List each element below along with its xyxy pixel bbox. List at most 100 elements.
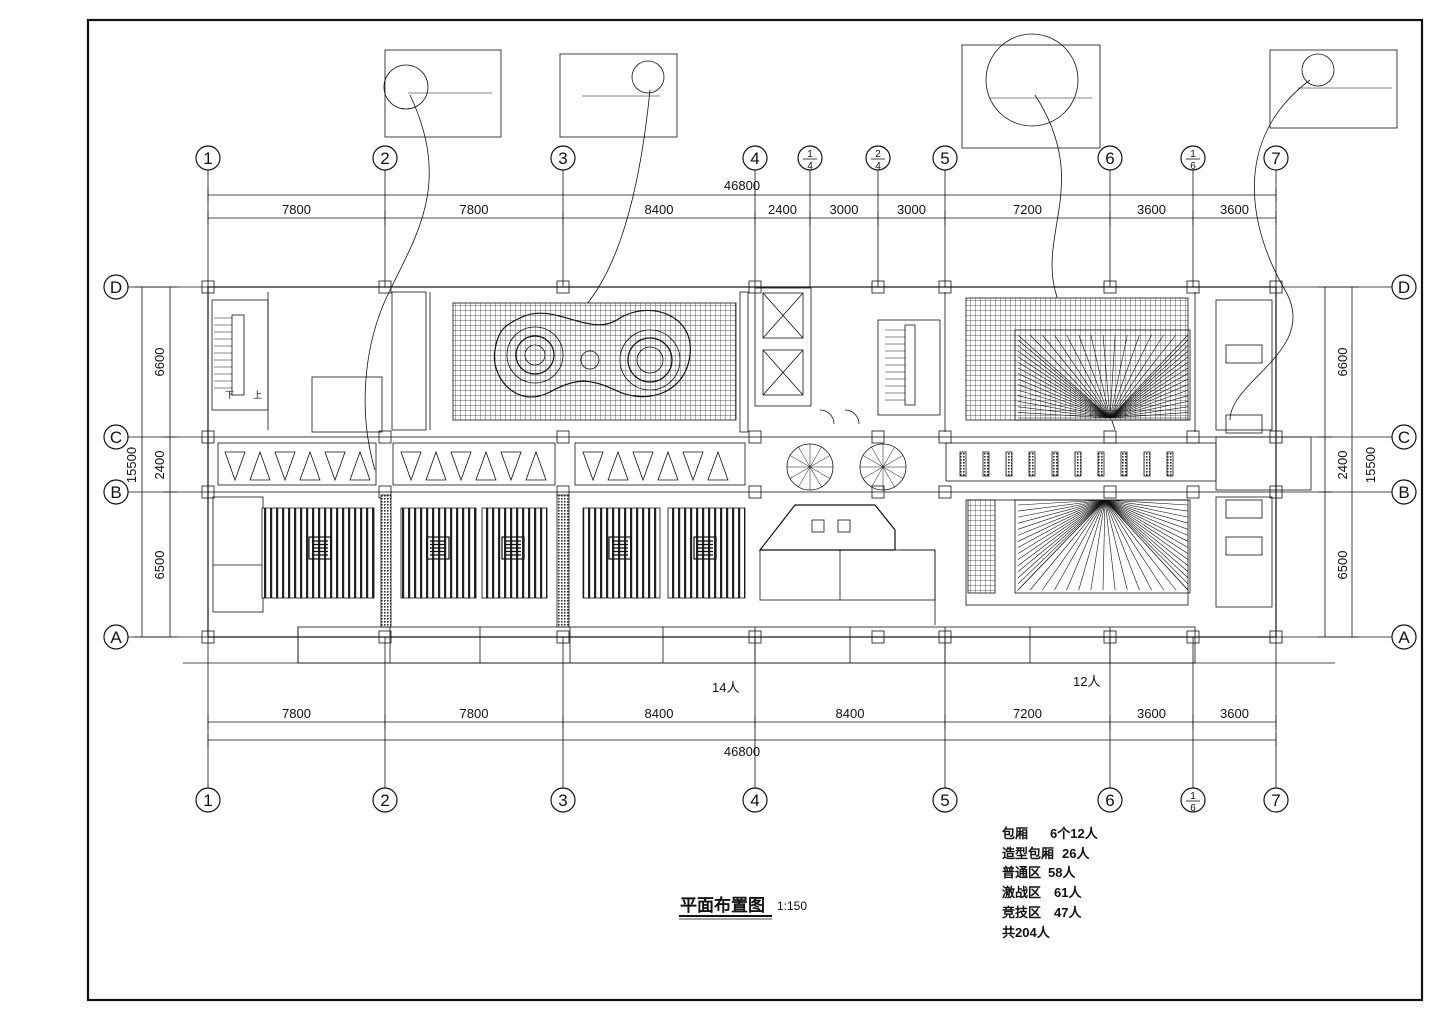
stair-label-down: 下 <box>225 390 234 400</box>
top-axis-bubble-6 <box>932 145 958 171</box>
bottom-dim-5: 3600 <box>1137 706 1166 721</box>
capacity-legend: 包厢 6个12人 造型包厢 26人 普通区 58人 激战区 61人 竞技区 47… <box>1002 826 1099 940</box>
bottom-axis-bubble-4 <box>932 787 958 813</box>
top-axis-den-8: 6 <box>1190 161 1196 172</box>
fan-room-top <box>965 297 1189 421</box>
legend-name-4: 竞技区 <box>1002 905 1041 920</box>
capacity-left: 14人 <box>712 680 739 695</box>
corridor-band <box>207 436 1277 493</box>
row-axis-label-B-1: B <box>1398 483 1409 502</box>
top-axis-bubble-3 <box>742 145 768 171</box>
bottom-axis-bubble-7 <box>1263 787 1289 813</box>
callout-box-2 <box>559 53 678 138</box>
bottom-axis-label-3: 4 <box>750 791 759 810</box>
bottom-total-dimension: 46800 <box>207 733 1277 759</box>
left-total: 15500 <box>124 447 139 483</box>
top-axis-num-5: 2 <box>875 149 881 160</box>
gaming-area-2 <box>400 507 477 599</box>
legend-value-2: 58人 <box>1048 865 1076 880</box>
legend-value-3: 61人 <box>1054 885 1082 900</box>
bottom-axis-label-5: 6 <box>1105 791 1114 810</box>
elevator-1 <box>762 292 804 339</box>
top-dim-5: 3000 <box>897 202 926 217</box>
top-total-label: 46800 <box>724 178 760 193</box>
top-axis-label-0: 1 <box>203 149 212 168</box>
bottom-axis-bubble-5 <box>1097 787 1123 813</box>
bar-counter <box>758 504 896 551</box>
row-axis-label-A-0: A <box>110 628 122 647</box>
top-dim-7: 3600 <box>1137 202 1166 217</box>
drawing-title: 平面布置图 <box>680 895 765 915</box>
callout-box-1 <box>384 49 502 138</box>
structural-columns <box>201 280 1283 644</box>
left-dim-2: 2400 <box>152 451 167 480</box>
bottom-axis-bubble-3 <box>742 787 768 813</box>
top-axis-label-2: 3 <box>558 149 567 168</box>
top-dim-1: 7800 <box>460 202 489 217</box>
gaming-area-5 <box>667 507 746 599</box>
stair-label-up: 上 <box>253 390 262 400</box>
top-dim-0: 7800 <box>282 202 311 217</box>
left-side-dimensions: 6600 2400 6500 15500 <box>124 286 177 638</box>
top-dim-3: 2400 <box>768 202 797 217</box>
row-axis-bubble-B-0 <box>103 479 129 505</box>
bottom-dim-1: 7800 <box>460 706 489 721</box>
capacity-right: 12人 <box>1073 674 1100 689</box>
bottom-axis-label-4: 5 <box>940 791 949 810</box>
legend-name-2: 普通区 <box>1002 865 1041 880</box>
building-plan: 下 上 <box>183 280 1335 664</box>
top-axis-label-1: 2 <box>380 149 389 168</box>
callout-circle-2 <box>631 60 665 94</box>
legend-name-3: 激战区 <box>1002 885 1041 900</box>
row-axis-bubble-C-0 <box>103 424 129 450</box>
row-axis-label-C-1: C <box>1398 428 1410 447</box>
legend-name-1: 造型包厢 <box>1002 846 1054 861</box>
bottom-axis-label-1: 2 <box>380 791 389 810</box>
top-axis-bubble-0 <box>195 145 221 171</box>
bottom-axis-label-0: 1 <box>203 791 212 810</box>
top-axis-bubble-7 <box>1097 145 1123 171</box>
bottom-axis-bubble-1 <box>372 787 398 813</box>
fan-room-bottom <box>965 499 1189 606</box>
top-axis-bubble-1 <box>372 145 398 171</box>
row-axis-bubble-A-0 <box>103 624 129 650</box>
row-axis-bubble-B-1 <box>1391 479 1417 505</box>
leader-line-1 <box>364 94 430 471</box>
right-dim-2: 2400 <box>1335 451 1350 480</box>
left-dim-3: 6500 <box>152 551 167 580</box>
bottom-dim-2: 8400 <box>645 706 674 721</box>
top-axis-bubble-9 <box>1263 145 1289 171</box>
bottom-dim-6: 3600 <box>1220 706 1249 721</box>
row-axis-bubble-D-0 <box>103 274 129 300</box>
top-total-dimension: 46800 <box>207 178 1277 202</box>
gaming-area-4 <box>582 507 661 599</box>
bottom-axis-bubble-0 <box>195 787 221 813</box>
top-axis-num-8: 1 <box>1190 149 1196 160</box>
row-axis-bubble-A-1 <box>1391 624 1417 650</box>
bottom-dim-0: 7800 <box>282 706 311 721</box>
right-total: 15500 <box>1363 447 1378 483</box>
right-dim-3: 6500 <box>1335 551 1350 580</box>
top-dim-4: 3000 <box>830 202 859 217</box>
top-axis-bubble-5 <box>865 145 891 171</box>
top-axis-num-4: 1 <box>807 149 813 160</box>
legend-name-5: 共204人 <box>1002 925 1051 940</box>
legend-value-4: 47人 <box>1054 905 1082 920</box>
row-axis-label-C-0: C <box>110 428 122 447</box>
bottom-axis-den-6: 6 <box>1190 803 1196 814</box>
left-dim-1: 6600 <box>152 348 167 377</box>
callout-box-4 <box>1269 49 1398 129</box>
right-side-dimensions: 6600 2400 6500 15500 <box>1318 286 1378 638</box>
right-dim-1: 6600 <box>1335 348 1350 377</box>
top-axis-bubble-2 <box>550 145 576 171</box>
leader-line-4 <box>1229 79 1311 421</box>
row-axis-label-A-1: A <box>1398 628 1410 647</box>
bottom-total-label: 46800 <box>724 744 760 759</box>
row-axis-label-B-0: B <box>110 483 121 502</box>
top-axis-den-4: 4 <box>807 161 813 172</box>
